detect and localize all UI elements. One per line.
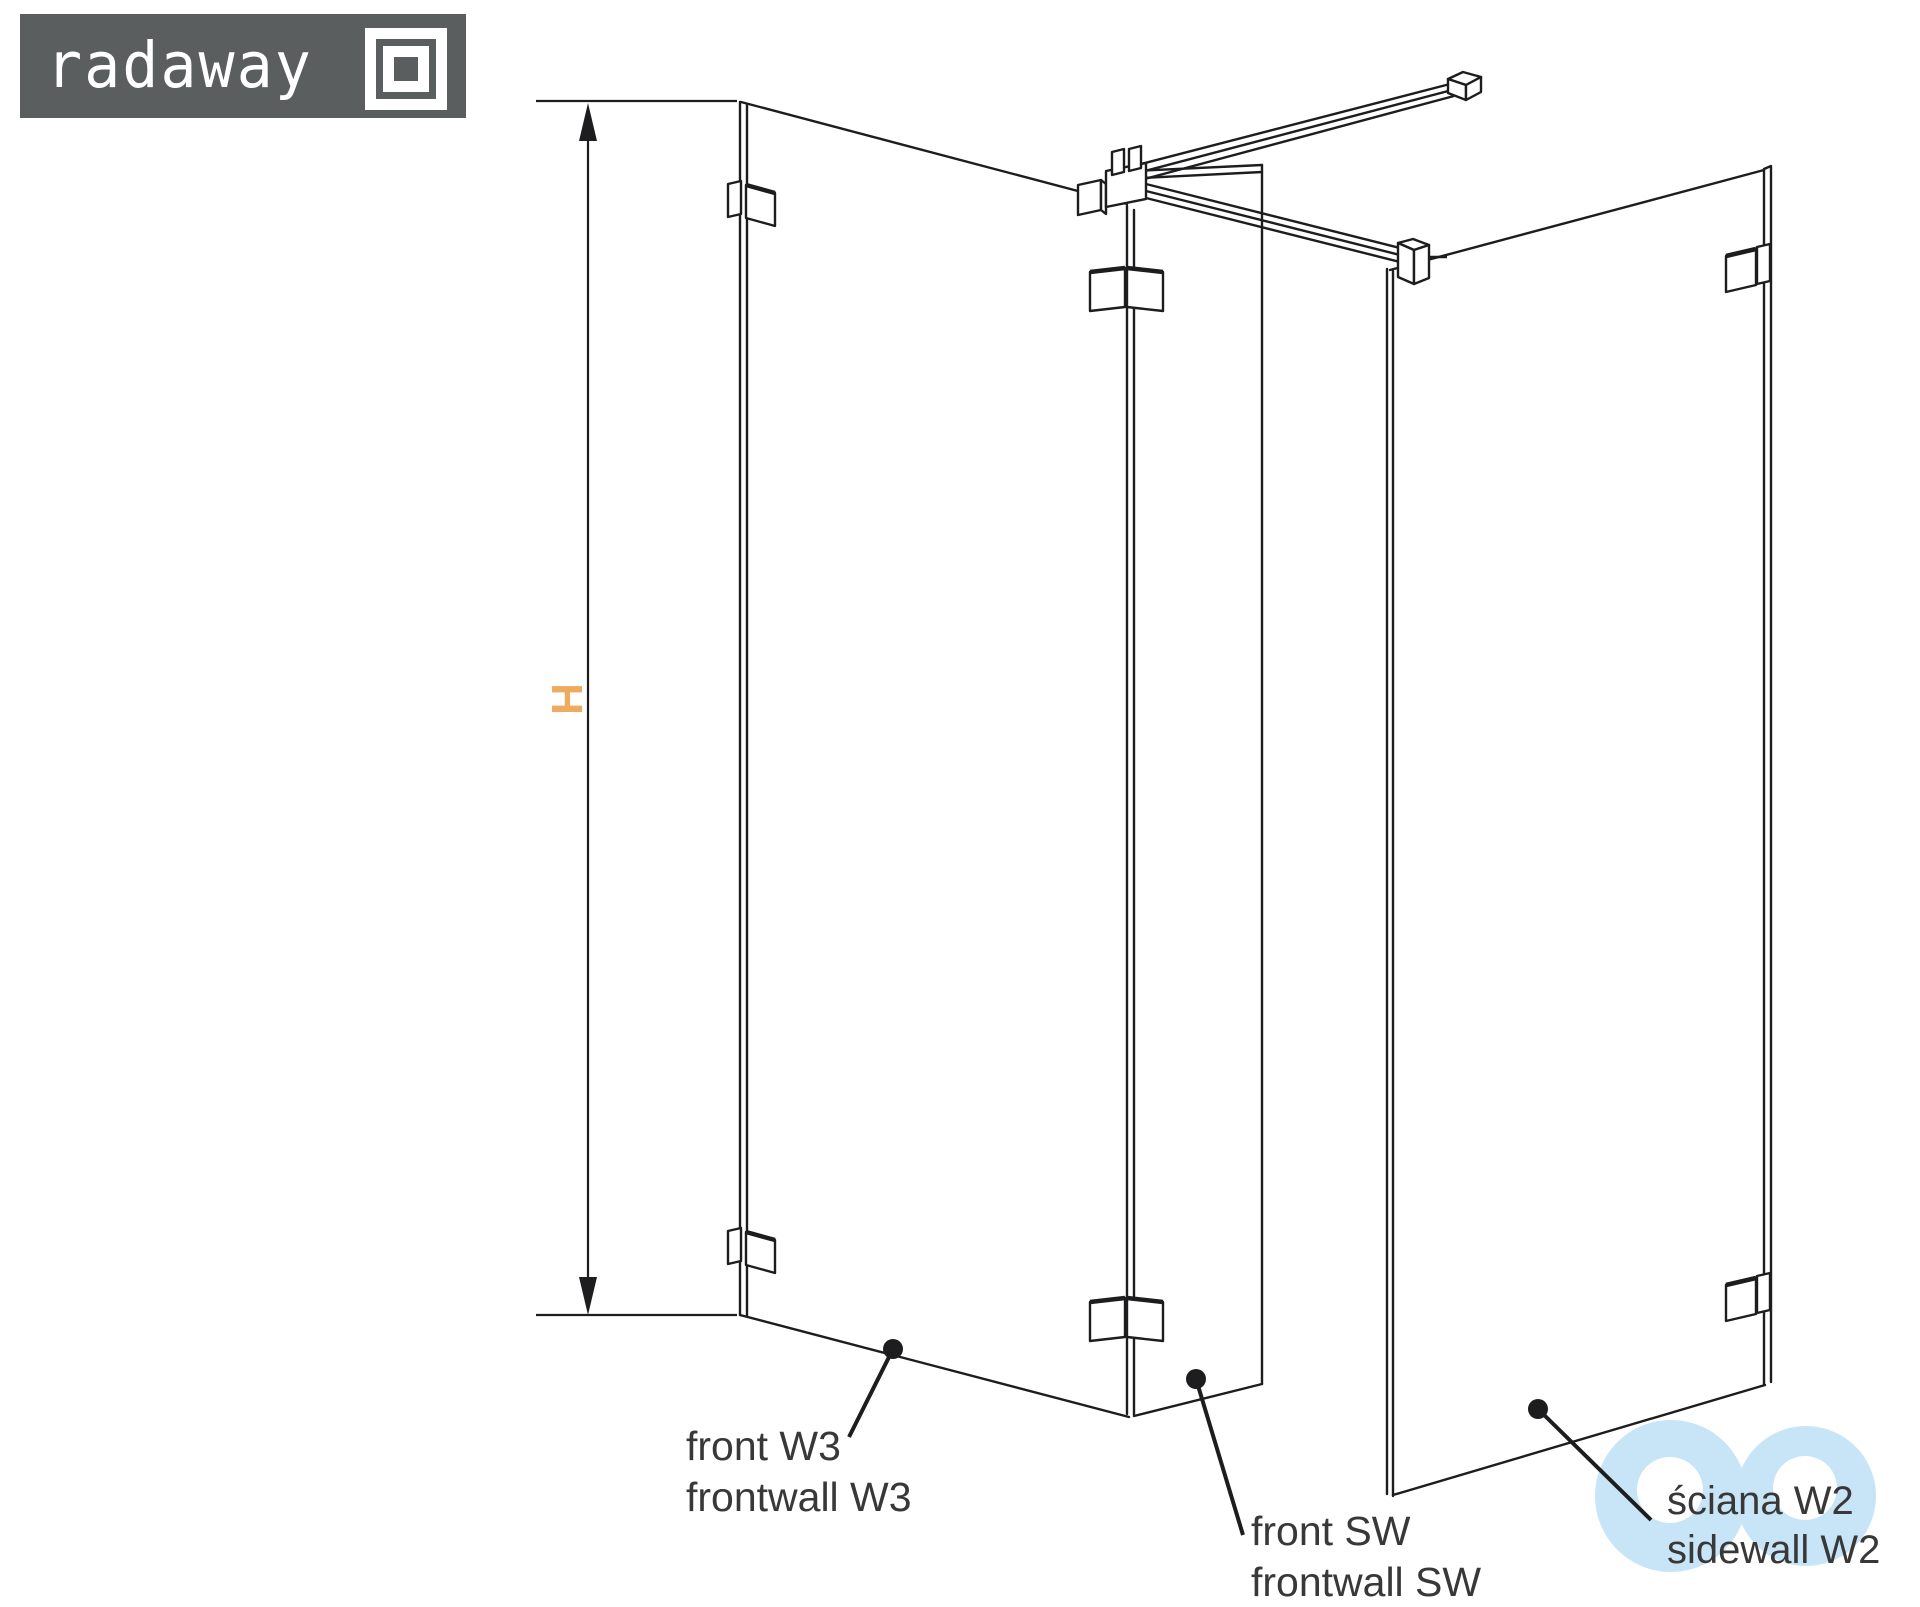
double-square-icon-inner (383, 46, 429, 92)
front-w3-glass (740, 102, 1127, 1416)
front-sw-panel (1132, 163, 1264, 1418)
label-front-w3-line1: front W3 (686, 1423, 841, 1469)
sidewall-w2-glass (1387, 167, 1771, 1494)
leader-front-sw (1186, 1369, 1245, 1536)
radaway-logo: radaway (20, 14, 466, 118)
front-sw-glass (1134, 165, 1262, 1416)
leader-sidewall-w2 (1528, 1399, 1653, 1522)
watermark-icon (1595, 1420, 1877, 1572)
leader-front-w3 (847, 1339, 903, 1438)
height-dimension (536, 99, 737, 1317)
label-front-w3-line2: frontwall W3 (686, 1474, 912, 1520)
front-w3-panel (738, 100, 1136, 1419)
arrow-up-icon (579, 103, 597, 141)
label-sidewall-w2-line2: sidewall W2 (1667, 1528, 1881, 1572)
w3-clamp-top-icon (726, 179, 777, 228)
label-front-sw: front SW frontwall SW (1251, 1506, 1481, 1607)
label-sidewall-w2: ściana W2 sidewall W2 (1667, 1477, 1880, 1575)
glass-panel-faces (740, 102, 1771, 1494)
w2-clamp-bottom-icon (1724, 1271, 1772, 1323)
height-dimension-label: H (542, 683, 591, 715)
bar-bracket-w2-icon (1396, 237, 1431, 286)
wall-bracket-upper-icon (1446, 70, 1483, 102)
arrow-down-icon (579, 1277, 597, 1315)
label-front-sw-line2: frontwall SW (1251, 1559, 1482, 1605)
label-sidewall-w2-line1: ściana W2 (1667, 1479, 1854, 1523)
w2-clamp-top-icon (1724, 242, 1772, 294)
w3-clamp-bottom-icon (726, 1226, 777, 1275)
support-bar-lower (1145, 182, 1447, 264)
label-front-w3: front W3 frontwall W3 (686, 1421, 912, 1523)
sidewall-w2-panel (1385, 164, 1773, 1498)
dimension-arrowheads (579, 103, 597, 1315)
double-square-icon (365, 28, 447, 110)
corner-clamp-bottom-icon (1088, 1295, 1165, 1343)
corner-connector-icon (1076, 144, 1148, 217)
corner-clamp-top-icon (1088, 265, 1165, 313)
support-bar-upper (1117, 82, 1455, 186)
radaway-logo-text: radaway (46, 29, 313, 103)
label-front-sw-line1: front SW (1251, 1508, 1411, 1554)
